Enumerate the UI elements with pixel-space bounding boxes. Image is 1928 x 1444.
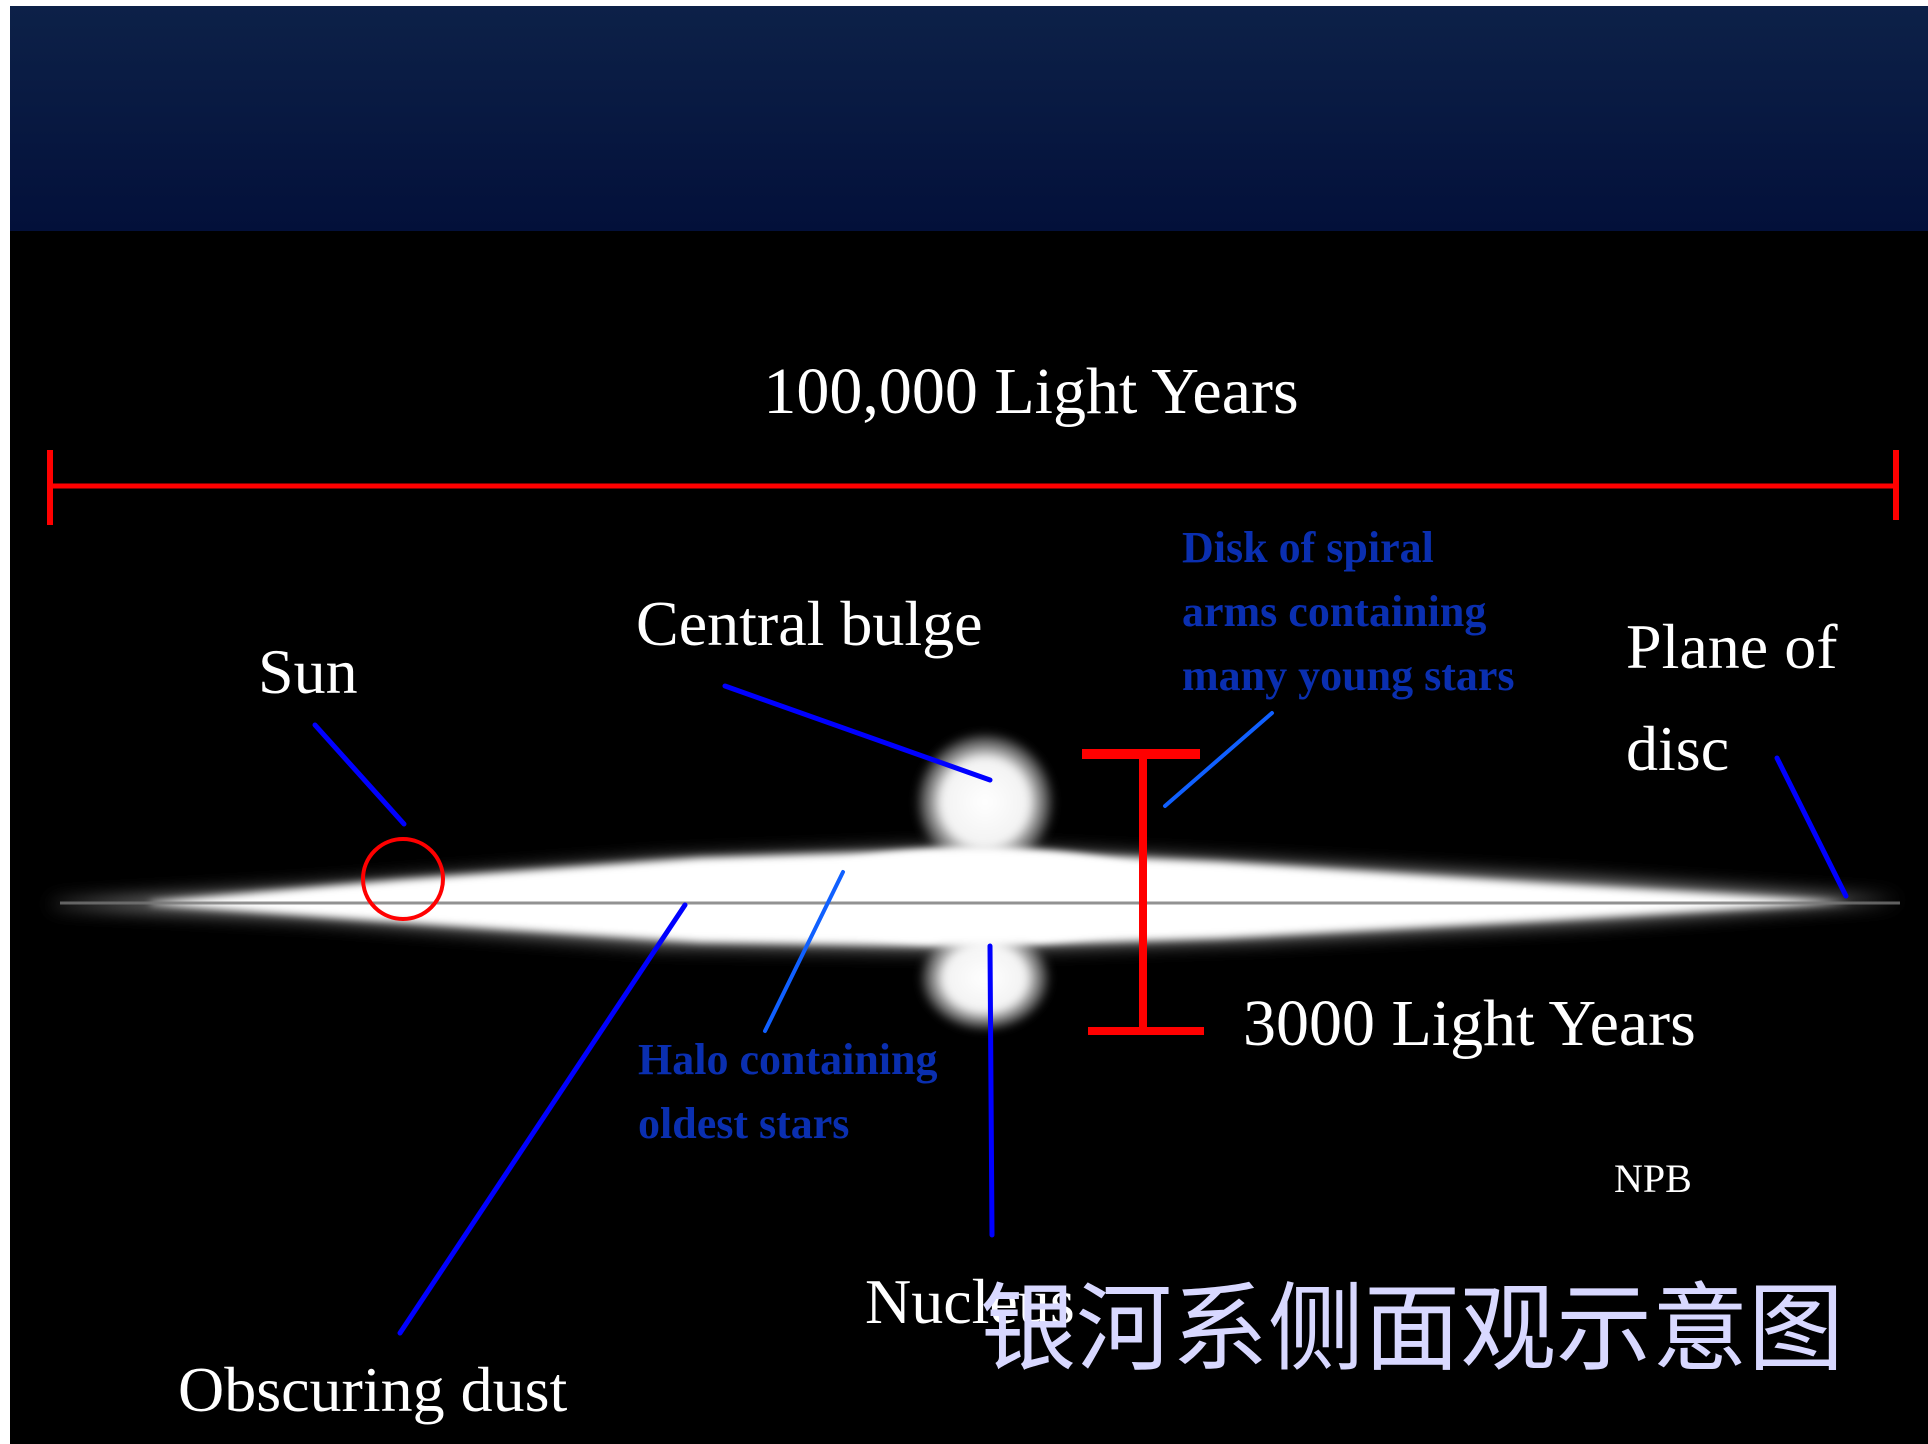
central-bulge-label: Central bulge — [636, 588, 983, 659]
width-scale-label: 100,000 Light Years — [763, 355, 1298, 428]
halo-label-line1: Halo containing — [638, 1035, 938, 1084]
obscuring-dust-label: Obscuring dust — [178, 1354, 568, 1425]
plane-pointer — [1774, 755, 1849, 899]
sun-pointer — [312, 722, 407, 827]
header-band — [10, 6, 1928, 231]
disk-label-line1: Disk of spiral — [1182, 523, 1434, 572]
plane-of-disc-label-line1: Plane of — [1626, 611, 1838, 682]
nucleus-glow — [790, 848, 1170, 944]
halo-pointer — [763, 870, 845, 1033]
disk-pointer — [1163, 711, 1274, 808]
galaxy-disk — [52, 730, 1900, 1033]
height-scale-label: 3000 Light Years — [1243, 987, 1696, 1060]
obscuring-dust-pointer — [397, 902, 688, 1336]
plane-of-disc-label-line2: disc — [1626, 713, 1729, 784]
chinese-caption: 银河系侧面观示意图 — [980, 1273, 1844, 1385]
lower-bulge-glow — [917, 923, 1053, 1033]
credit-label: NPB — [1614, 1156, 1692, 1201]
sun-marker — [361, 837, 445, 921]
sun-label: Sun — [258, 636, 358, 707]
disk-label-line3: many young stars — [1182, 651, 1515, 700]
height-scale-bar — [1082, 749, 1204, 1035]
width-scale-bar — [47, 450, 1899, 525]
disk-label-line2: arms containing — [1182, 587, 1486, 636]
pointer-lines — [312, 683, 1849, 1336]
nucleus-label: Nucleus — [865, 1266, 1075, 1337]
nucleus-pointer — [987, 943, 995, 1238]
halo-label-line2: oldest stars — [638, 1099, 849, 1148]
central-bulge-pointer — [722, 683, 993, 783]
